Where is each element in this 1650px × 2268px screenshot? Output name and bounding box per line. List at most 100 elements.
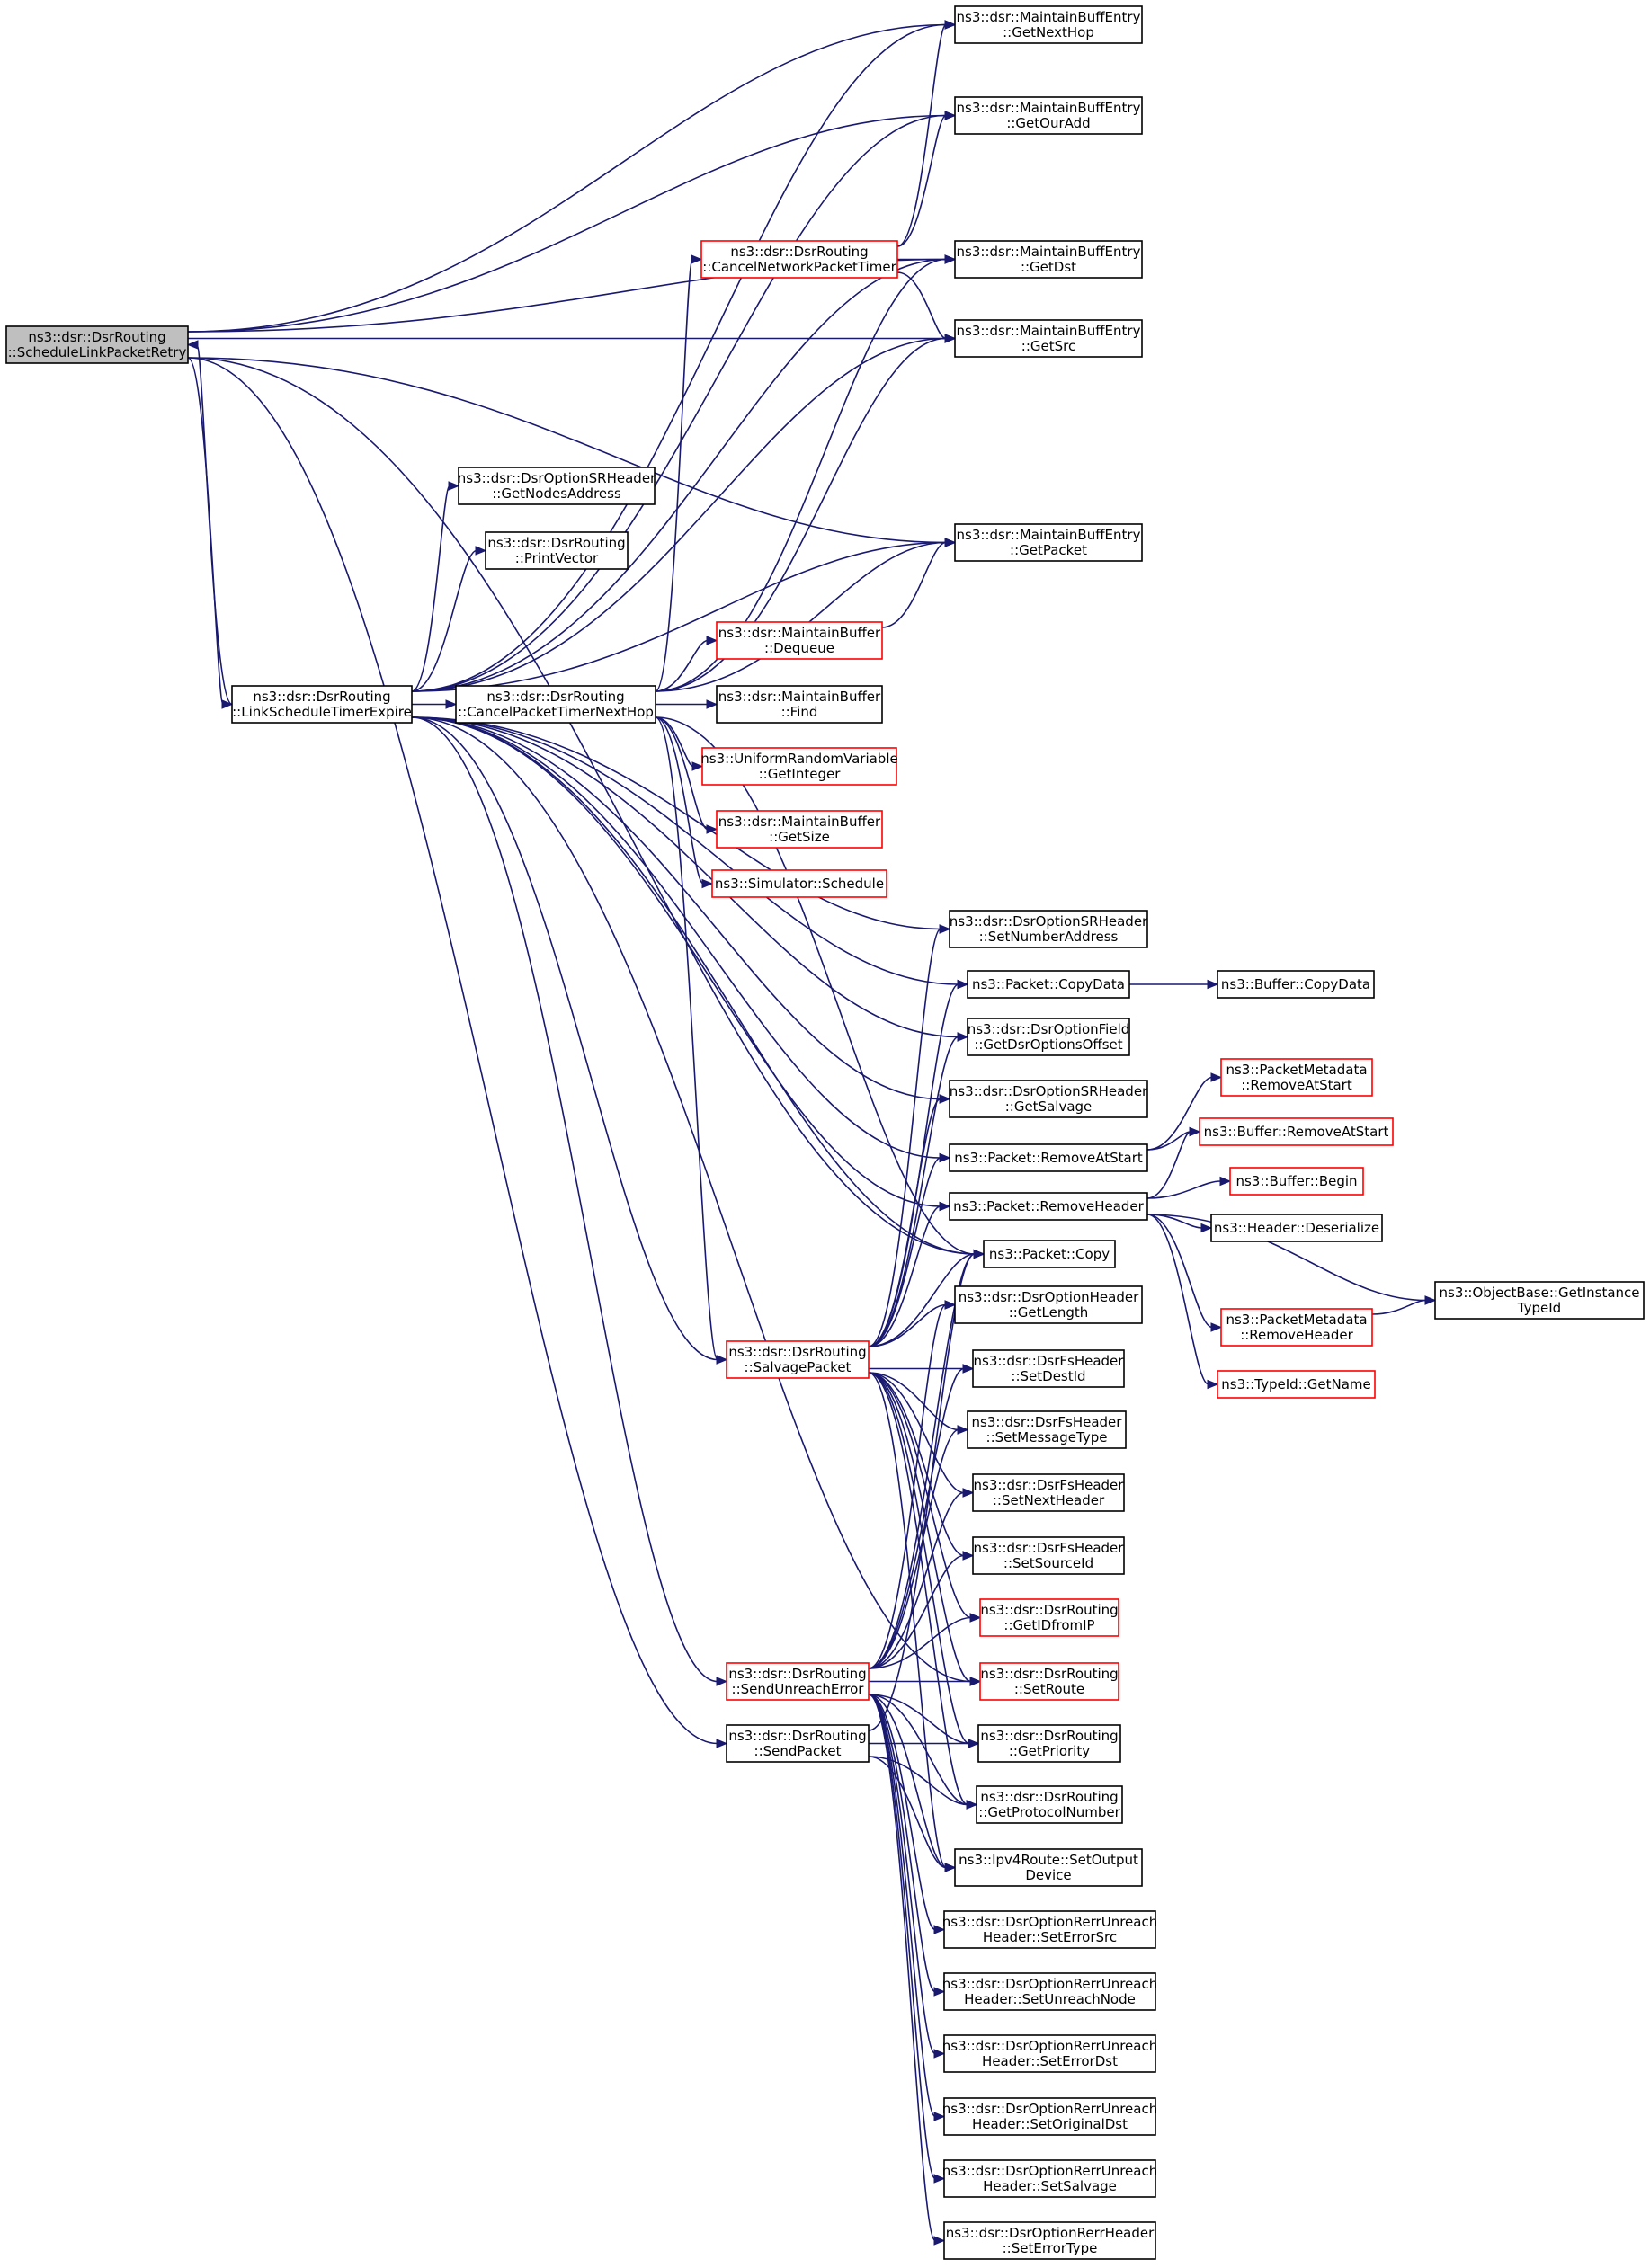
node-rerr_salvage[interactable]: ns3::dsr::DsrOptionRerrUnreachHeader::Se… xyxy=(942,2159,1157,2198)
edge-line xyxy=(655,337,947,692)
node-mb_find[interactable]: ns3::dsr::MaintainBuffer::Find xyxy=(716,685,883,724)
node-pkt_copydata[interactable]: ns3::Packet::CopyData xyxy=(967,970,1130,999)
node-tid_name[interactable]: ns3::TypeId::GetName xyxy=(1217,1370,1376,1399)
node-buf_begin[interactable]: ns3::Buffer::Begin xyxy=(1229,1167,1364,1196)
node-fs_destid[interactable]: ns3::dsr::DsrFsHeader::SetDestId xyxy=(972,1349,1125,1388)
node-oh_len[interactable]: ns3::dsr::DsrOptionHeader::GetLength xyxy=(954,1285,1143,1324)
node-label-line: ns3::dsr::DsrFsHeader xyxy=(974,1353,1125,1369)
node-pkt_ras[interactable]: ns3::Packet::RemoveAtStart xyxy=(949,1143,1148,1172)
edge-arrowhead xyxy=(968,1739,980,1748)
node-cnpt[interactable]: ns3::dsr::DsrRouting::CancelNetworkPacke… xyxy=(700,240,898,279)
edge-line xyxy=(655,541,947,692)
node-sr_nodes[interactable]: ns3::dsr::DsrOptionSRHeader::GetNodesAdd… xyxy=(458,467,656,505)
edge-send_unreach-to-rerr_errdst xyxy=(868,1694,946,2059)
node-label-line: ns3::dsr::DsrRouting xyxy=(253,689,390,705)
node-salvage_pkt[interactable]: ns3::dsr::DsrRouting::SalvagePacket xyxy=(726,1340,870,1379)
edge-line xyxy=(411,716,976,1255)
edge-line xyxy=(868,1157,941,1347)
node-r_protonum[interactable]: ns3::dsr::DsrRouting::GetProtocolNumber xyxy=(976,1785,1123,1824)
node-pm_ras[interactable]: ns3::PacketMetadata::RemoveAtStart xyxy=(1220,1058,1373,1097)
edge-line xyxy=(411,716,959,985)
node-fs_nexthdr[interactable]: ns3::dsr::DsrFsHeader::SetNextHeader xyxy=(972,1473,1125,1512)
node-label-line: ::SetNextHeader xyxy=(993,1492,1105,1508)
node-box xyxy=(949,1143,1148,1172)
edge-line xyxy=(868,1253,976,1669)
node-mb_size[interactable]: ns3::dsr::MaintainBuffer::GetSize xyxy=(716,810,883,849)
node-pkt_copy[interactable]: ns3::Packet::Copy xyxy=(983,1240,1116,1268)
node-box xyxy=(943,1972,1156,2011)
node-box xyxy=(943,2097,1156,2136)
edge-arrowhead xyxy=(1424,1295,1437,1305)
node-buf_copydata[interactable]: ns3::Buffer::CopyData xyxy=(1217,970,1375,999)
node-sim_sched[interactable]: ns3::Simulator::Schedule xyxy=(711,869,887,898)
node-label-line: ns3::dsr::DsrFsHeader xyxy=(974,1540,1125,1556)
node-mbe_ouradd[interactable]: ns3::dsr::MaintainBuffEntry::GetOurAdd xyxy=(954,96,1143,135)
node-rerr_errdst[interactable]: ns3::dsr::DsrOptionRerrUnreachHeader::Se… xyxy=(942,2034,1157,2073)
node-label-line: ns3::Buffer::RemoveAtStart xyxy=(1204,1124,1389,1140)
node-box xyxy=(485,531,629,570)
edge-send_unreach-to-fs_nexthdr xyxy=(868,1488,975,1669)
node-mbe_dst[interactable]: ns3::dsr::MaintainBuffEntry::GetDst xyxy=(954,240,1143,279)
edge-line xyxy=(187,357,976,1255)
node-label-line: ns3::Simulator::Schedule xyxy=(715,876,884,892)
edge-line xyxy=(868,1694,936,2118)
node-label-line: ns3::dsr::MaintainBuffEntry xyxy=(957,244,1141,260)
node-pkt_rh[interactable]: ns3::Packet::RemoveHeader xyxy=(949,1192,1148,1221)
edge-salvage_pkt-to-sr_salvage xyxy=(868,1094,951,1347)
node-cptnh[interactable]: ns3::dsr::DsrRouting::CancelPacketTimerN… xyxy=(455,685,656,724)
node-rerr_errsrc[interactable]: ns3::dsr::DsrOptionRerrUnreachHeader::Se… xyxy=(942,1910,1157,1949)
edge-line xyxy=(411,716,718,1361)
edge-pkt_ras-to-pm_ras xyxy=(1146,1072,1223,1151)
node-urv[interactable]: ns3::UniformRandomVariable::GetInteger xyxy=(700,747,898,786)
node-box xyxy=(455,685,656,724)
node-label-line: ::SetErrorType xyxy=(1003,2240,1098,2256)
edge-line xyxy=(187,114,947,333)
edge-line xyxy=(868,1694,936,2055)
node-box xyxy=(967,970,1130,999)
node-sr_salvage[interactable]: ns3::dsr::DsrOptionSRHeader::GetSalvage xyxy=(949,1080,1148,1118)
node-rerr_origdst[interactable]: ns3::dsr::DsrOptionRerrUnreachHeader::Se… xyxy=(942,2097,1157,2136)
node-pm_rh[interactable]: ns3::PacketMetadata::RemoveHeader xyxy=(1220,1308,1373,1347)
edge-cptnh-to-urv xyxy=(655,716,704,771)
edge-root-to-mbe_ouradd xyxy=(187,111,957,333)
edge-line xyxy=(868,1694,936,1931)
node-sr_setnum[interactable]: ns3::dsr::DsrOptionSRHeader::SetNumberAd… xyxy=(949,910,1148,948)
edge-line xyxy=(896,114,947,247)
node-r_prio[interactable]: ns3::dsr::DsrRouting::GetPriority xyxy=(977,1724,1121,1763)
node-mbe_src[interactable]: ns3::dsr::MaintainBuffEntry::GetSrc xyxy=(954,319,1143,358)
edge-line xyxy=(411,114,947,692)
node-printvec[interactable]: ns3::dsr::DsrRouting::PrintVector xyxy=(485,531,629,570)
edge-line xyxy=(868,1253,976,1347)
edge-arrowhead xyxy=(944,111,957,120)
node-mbe_packet[interactable]: ns3::dsr::MaintainBuffEntry::GetPacket xyxy=(954,523,1143,562)
node-fs_msgtype[interactable]: ns3::dsr::DsrFsHeader::SetMessageType xyxy=(967,1410,1127,1449)
node-rerrh_type[interactable]: ns3::dsr::DsrOptionRerrHeader::SetErrorT… xyxy=(943,2221,1156,2260)
node-label-line: ns3::dsr::DsrFsHeader xyxy=(972,1414,1123,1430)
edge-arrowhead xyxy=(701,878,714,889)
node-label-line: ns3::dsr::MaintainBuffEntry xyxy=(957,9,1141,25)
node-hdr_deser[interactable]: ns3::Header::Deserialize xyxy=(1210,1214,1383,1242)
edge-arrowhead xyxy=(962,1488,975,1498)
edge-lste-to-pkt_copy xyxy=(411,716,986,1259)
edge-arrowhead xyxy=(933,1987,946,1997)
node-r_idfromip[interactable]: ns3::dsr::DsrRouting::GetIDfromIP xyxy=(979,1598,1119,1637)
node-label-line: ns3::dsr::DsrOptionSRHeader xyxy=(950,1083,1148,1099)
node-label-line: ::RemoveAtStart xyxy=(1241,1077,1352,1093)
node-mbe_nexthop[interactable]: ns3::dsr::MaintainBuffEntry::GetNextHop xyxy=(954,5,1143,44)
node-r_setroute[interactable]: ns3::dsr::DsrRouting::SetRoute xyxy=(979,1662,1119,1701)
node-mb_dequeue[interactable]: ns3::dsr::MaintainBuffer::Dequeue xyxy=(716,621,883,660)
node-rerr_unnode[interactable]: ns3::dsr::DsrOptionRerrUnreachHeader::Se… xyxy=(942,1972,1157,2011)
node-of_offset[interactable]: ns3::dsr::DsrOptionField::GetDsrOptionsO… xyxy=(967,1018,1130,1056)
edge-arrowhead xyxy=(691,761,704,771)
edge-lste-to-root xyxy=(186,340,233,706)
node-root[interactable]: ns3::dsr::DsrRouting::ScheduleLinkPacket… xyxy=(5,325,189,364)
edge-line xyxy=(868,1372,947,1869)
node-send_unreach[interactable]: ns3::dsr::DsrRouting::SendUnreachError xyxy=(726,1662,870,1701)
node-fs_srcid[interactable]: ns3::dsr::DsrFsHeader::SetSourceId xyxy=(972,1536,1125,1575)
edge-arrowhead xyxy=(1207,1379,1219,1390)
node-lste[interactable]: ns3::dsr::DsrRouting::LinkScheduleTimerE… xyxy=(231,685,413,724)
node-buf_ras[interactable]: ns3::Buffer::RemoveAtStart xyxy=(1199,1117,1394,1146)
node-send_pkt[interactable]: ns3::dsr::DsrRouting::SendPacket xyxy=(726,1724,870,1763)
